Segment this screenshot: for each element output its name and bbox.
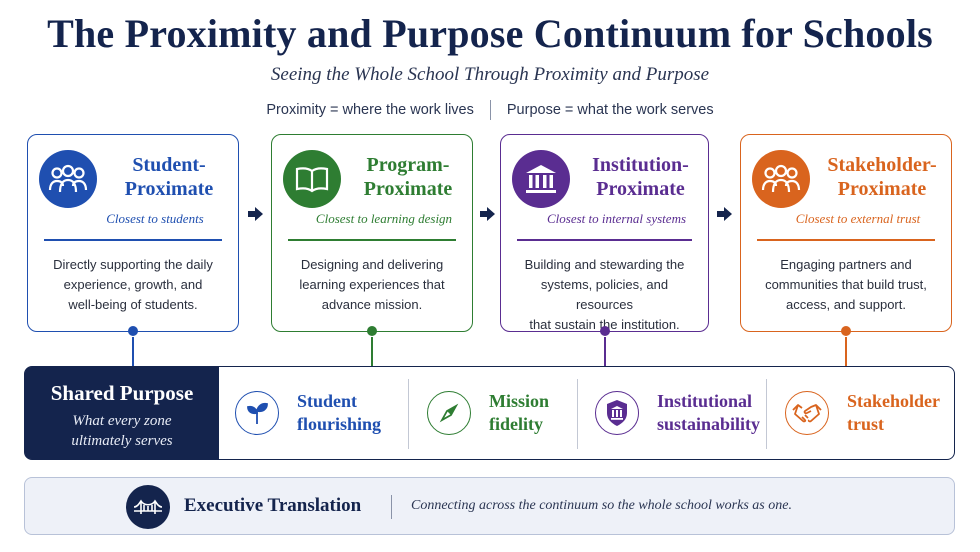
connector-dot [367, 326, 377, 336]
sprout-icon [235, 391, 279, 435]
definition-divider [489, 100, 491, 120]
zone-card-program: Program-Proximate Closest to learning de… [271, 134, 473, 336]
zone-subtitle: Closest to learning design [315, 211, 453, 226]
book-icon [283, 150, 341, 208]
connector-dot [128, 326, 138, 336]
arrow-right-icon [480, 207, 495, 221]
connector-dot [841, 326, 851, 336]
zone-card-stakeholder: Stakeholder-Proximate Closest to externa… [740, 134, 952, 336]
zone-title: Program-Proximate [363, 154, 453, 200]
purpose-divider [577, 379, 578, 449]
zone-subtitle: Closest to students [106, 211, 204, 226]
definition-purpose: Purpose = what the work serves [506, 102, 714, 118]
shared-purpose-title: Shared Purpose [50, 381, 194, 405]
zone-title: Institution-Proximate [592, 154, 689, 200]
connector-line [845, 337, 847, 367]
bridge-icon [126, 485, 170, 529]
executive-description: Connecting across the continuum so the w… [411, 498, 792, 513]
definition-proximity: Proximity = where the work lives [266, 102, 474, 118]
arrow-right-icon [248, 207, 263, 221]
people-icon [39, 150, 97, 208]
purpose-divider [408, 379, 409, 449]
zone-title: Student-Proximate [124, 154, 214, 200]
connector-line [371, 337, 373, 367]
zone-card-institution: Institution-Proximate Closest to interna… [500, 134, 709, 336]
zone-divider [44, 239, 222, 241]
connector-line [132, 337, 134, 367]
arrow-right-icon [717, 207, 732, 221]
page-title: The Proximity and Purpose Continuum for … [47, 11, 933, 56]
people-icon [752, 150, 810, 208]
zone-subtitle: Closest to external trust [795, 211, 921, 226]
zone-divider [288, 239, 456, 241]
zone-divider [757, 239, 935, 241]
purpose-divider [766, 379, 767, 449]
executive-divider [391, 495, 392, 519]
executive-title: Executive Translation [184, 495, 362, 516]
compass-icon [427, 391, 471, 435]
institution-shield-icon [595, 391, 639, 435]
definitions-row: Proximity = where the work lives Purpose… [0, 100, 980, 120]
handshake-icon [785, 391, 829, 435]
page-subtitle: Seeing the Whole School Through Proximit… [270, 64, 710, 85]
institution-icon [512, 150, 570, 208]
executive-translation-panel: Executive Translation Connecting across … [24, 477, 955, 535]
zone-title: Stakeholder-Proximate [827, 154, 937, 200]
zone-card-student: Student-Proximate Closest to students Di… [27, 134, 239, 336]
connector-line [604, 337, 606, 367]
zone-subtitle: Closest to internal systems [546, 211, 687, 226]
connector-dot [599, 326, 610, 336]
zone-divider [517, 239, 692, 241]
